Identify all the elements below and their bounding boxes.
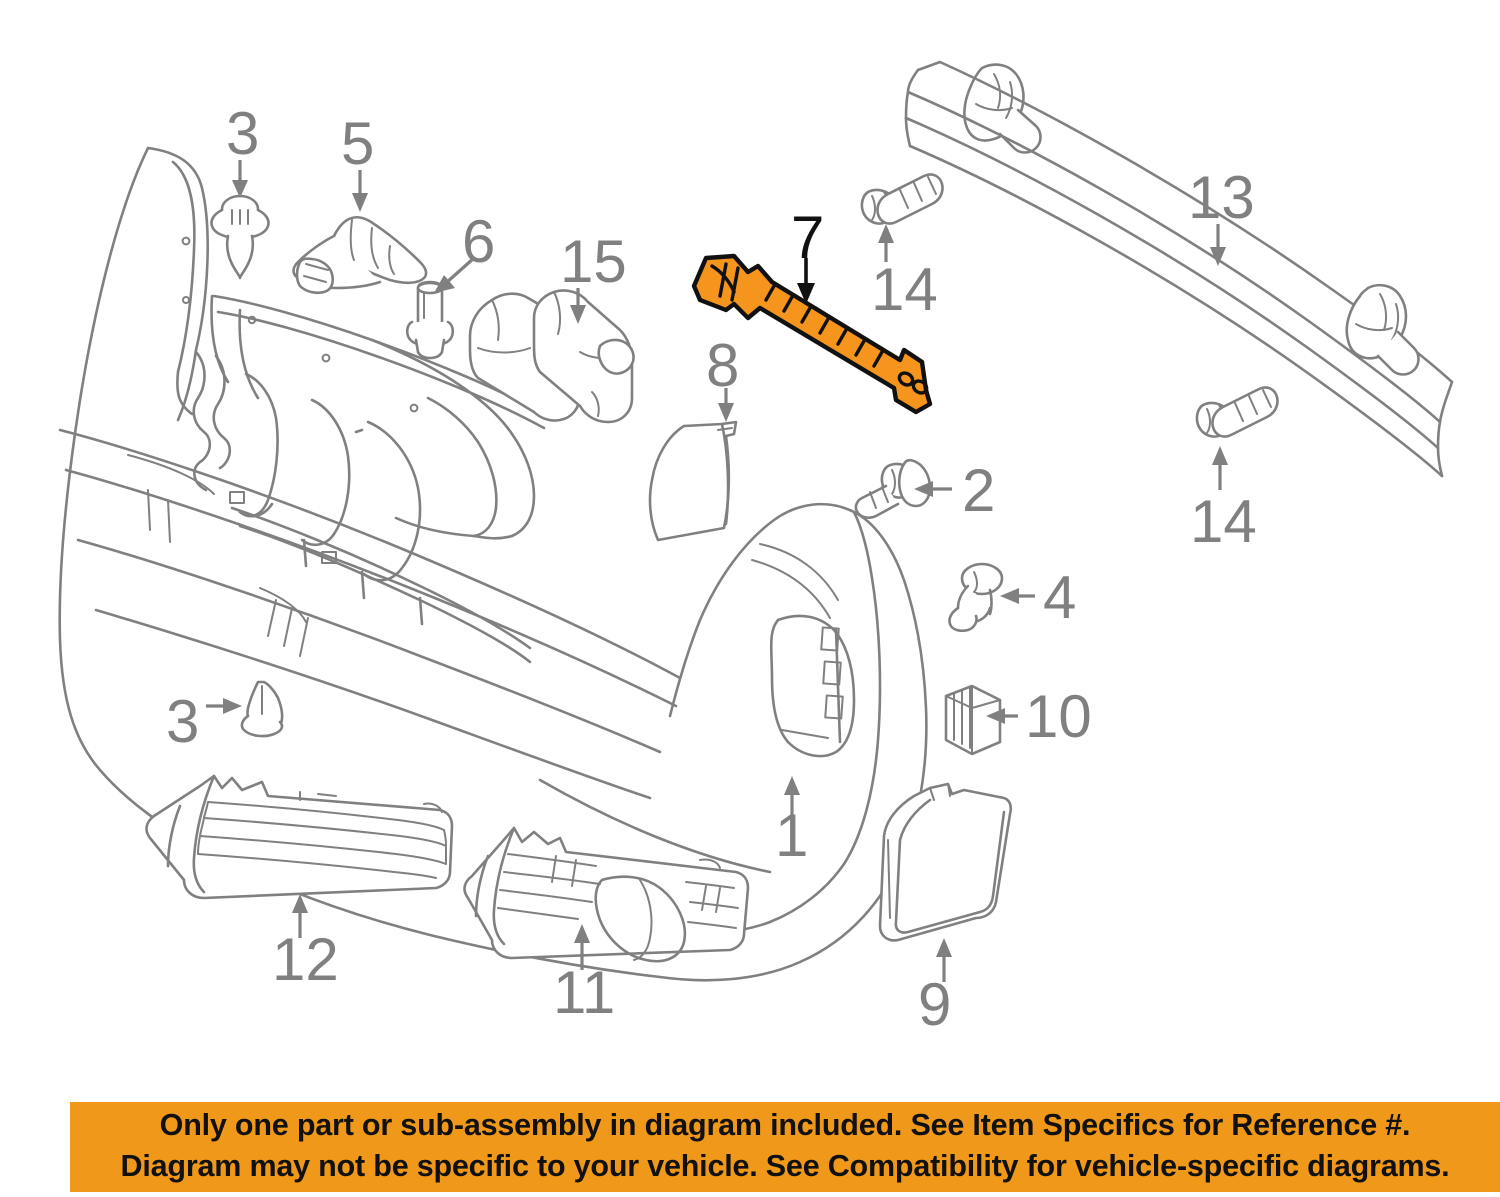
callout-number-sensor-module: 15: [560, 228, 627, 295]
callout-number-flange-bolt: 14: [871, 256, 938, 323]
callout-number-push-retainer-clip: 3: [166, 688, 200, 755]
part-fog-light-grille: [463, 826, 750, 963]
arrow-14-upper: [878, 224, 894, 262]
callout-number-bumper-cover: 1: [775, 802, 809, 869]
part-impact-bar: [904, 60, 1454, 478]
part-push-clip-upper: [210, 194, 270, 280]
arrow-8: [718, 388, 734, 422]
part-bumper-bracket: [292, 215, 428, 295]
part-bolt-6: [405, 280, 455, 360]
part-reinforcement-bar-highlighted: [691, 253, 933, 415]
disclaimer-line-2: Diagram may not be specific to your vehi…: [120, 1149, 1450, 1183]
arrow-14-lower: [1212, 446, 1228, 490]
callout-number-shoulder-bolt: 2: [962, 457, 996, 524]
callout-number-end-cap-block: 10: [1025, 683, 1092, 750]
arrow-3-upper: [232, 160, 248, 198]
callout-number-impact-bar: 13: [1188, 164, 1255, 231]
arrow-11: [574, 924, 590, 970]
callout-number-hex-flange-bolt: 6: [462, 208, 496, 275]
part-air-deflector: [648, 420, 738, 542]
callout-number-corner-trim-panel: 9: [918, 971, 952, 1038]
arrow-10: [986, 708, 1018, 724]
arrow-2: [914, 481, 952, 497]
callout-number-bumper-reinforcement-bar: 7: [791, 204, 825, 271]
disclaimer-banner: Only one part or sub-assembly in diagram…: [70, 1102, 1500, 1192]
part-push-rivet: [948, 562, 1004, 633]
arrow-12: [292, 894, 308, 938]
arrow-4: [1000, 588, 1035, 604]
part-corner-trim: [878, 782, 1013, 942]
callout-number-flange-bolt: 14: [1190, 488, 1257, 555]
part-bumper-cover: [58, 146, 928, 982]
arrow-7-highlighted: [797, 258, 815, 304]
part-push-clip-lower: [240, 680, 284, 738]
arrow-6: [434, 256, 476, 293]
part-end-cap-block: [944, 684, 1002, 756]
callout-number-grille-insert-outer: 12: [272, 926, 339, 993]
part-grille-outer: [145, 774, 454, 900]
arrow-3-lower: [206, 698, 242, 714]
disclaimer-line-1: Only one part or sub-assembly in diagram…: [159, 1108, 1411, 1143]
callout-number-push-rivet: 4: [1043, 564, 1077, 631]
part-bolt-14-lower: [1195, 386, 1279, 438]
arrow-9: [936, 938, 952, 982]
callout-number-push-retainer-clip: 3: [226, 100, 260, 167]
part-sensor-module: [468, 289, 635, 424]
arrow-13: [1210, 224, 1226, 266]
arrow-15: [570, 288, 586, 324]
callout-number-fog-light-grille: 11: [553, 959, 616, 1026]
part-bolt-2: [854, 458, 932, 519]
arrow-5: [352, 170, 368, 212]
part-bolt-14-upper: [860, 173, 944, 225]
callout-number-air-deflector: 8: [706, 332, 740, 399]
arrow-1: [784, 776, 800, 816]
callout-number-bumper-bracket: 5: [341, 110, 375, 177]
